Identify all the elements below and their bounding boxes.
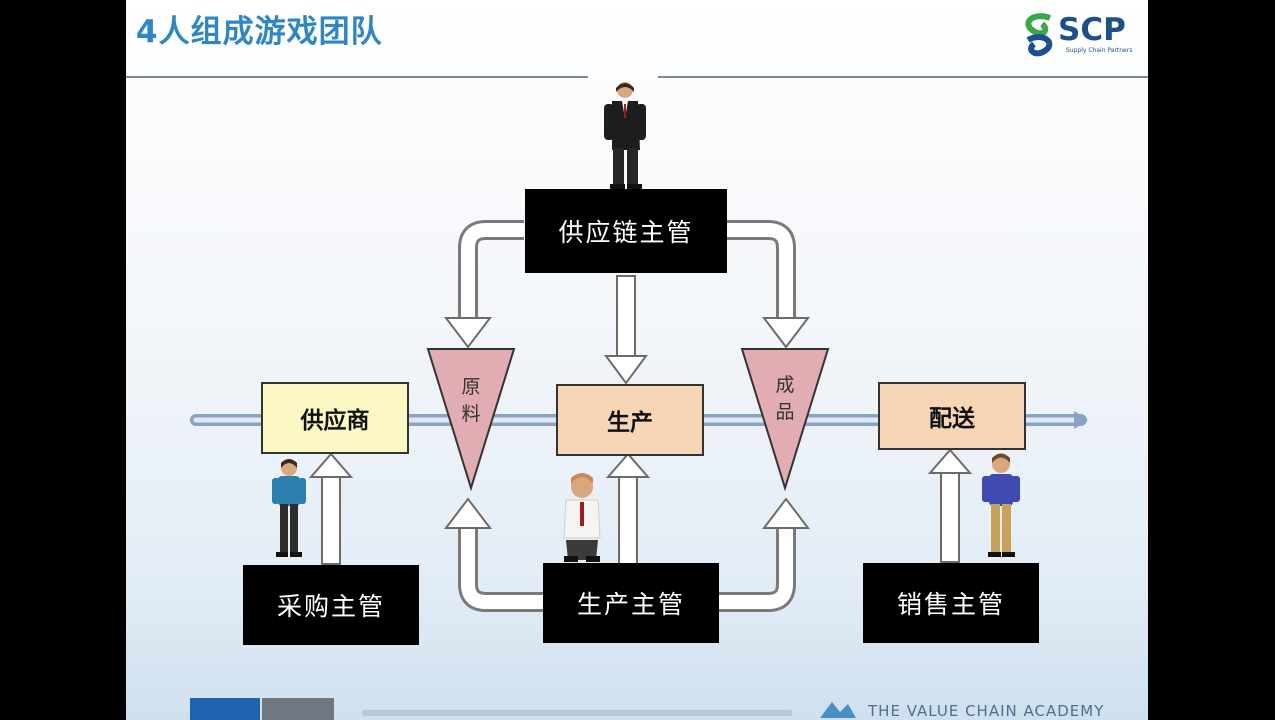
arrow-prodmgr-to-production — [605, 452, 651, 565]
arrow-scm-to-raw — [443, 220, 524, 349]
raw-material-char-2: 料 — [461, 403, 481, 425]
arrow-scm-to-production — [604, 275, 648, 385]
arrow-sales-to-delivery — [927, 448, 973, 563]
arrow-prodmgr-to-raw — [443, 497, 544, 612]
finished-goods-triangle — [740, 348, 830, 492]
supply-chain-manager-box: 供应链主管 — [525, 189, 727, 273]
raw-material-label: 原 料 — [459, 374, 483, 428]
purchasing-manager-box: 采购主管 — [243, 565, 419, 645]
scp-logo: SCP Supply Chain Partners — [1020, 10, 1142, 64]
footer-brand-box — [190, 698, 260, 720]
footer-brand-box-grey — [262, 698, 334, 720]
person-sales-manager-icon — [982, 453, 1020, 557]
finished-goods-char-1: 成 — [775, 374, 795, 396]
person-supply-chain-manager-icon — [604, 82, 646, 189]
raw-material-triangle — [426, 348, 516, 492]
title-rule-left — [126, 76, 588, 78]
slide-footer: THE VALUE CHAIN ACADEMY — [126, 690, 1148, 720]
logo-subtitle: Supply Chain Partners — [1066, 47, 1133, 54]
arrow-scm-to-finished — [726, 220, 811, 349]
academy-logo-icon — [820, 702, 856, 718]
production-box: 生产 — [556, 384, 704, 456]
finished-goods-char-2: 品 — [775, 401, 795, 423]
page-title: 4人组成游戏团队 — [136, 14, 383, 50]
footer-note-block — [362, 710, 792, 716]
person-purchasing-manager-icon — [272, 459, 306, 557]
arrow-purchasing-to-supplier — [308, 452, 354, 565]
title-rule-right — [658, 76, 1148, 78]
slide: 4人组成游戏团队 SCP Supply Chain Partners — [126, 0, 1148, 720]
delivery-box: 配送 — [878, 382, 1026, 450]
person-production-manager-icon — [563, 473, 601, 562]
supplier-box: 供应商 — [261, 382, 409, 454]
sales-manager-box: 销售主管 — [863, 563, 1039, 643]
academy-text: THE VALUE CHAIN ACADEMY — [868, 702, 1105, 720]
production-manager-box: 生产主管 — [543, 563, 719, 643]
finished-goods-label: 成 品 — [773, 372, 797, 426]
arrow-prodmgr-to-finished — [718, 497, 811, 612]
raw-material-char-1: 原 — [461, 376, 481, 398]
logo-swirl-icon — [1025, 13, 1053, 57]
logo-text: SCP — [1058, 12, 1126, 48]
